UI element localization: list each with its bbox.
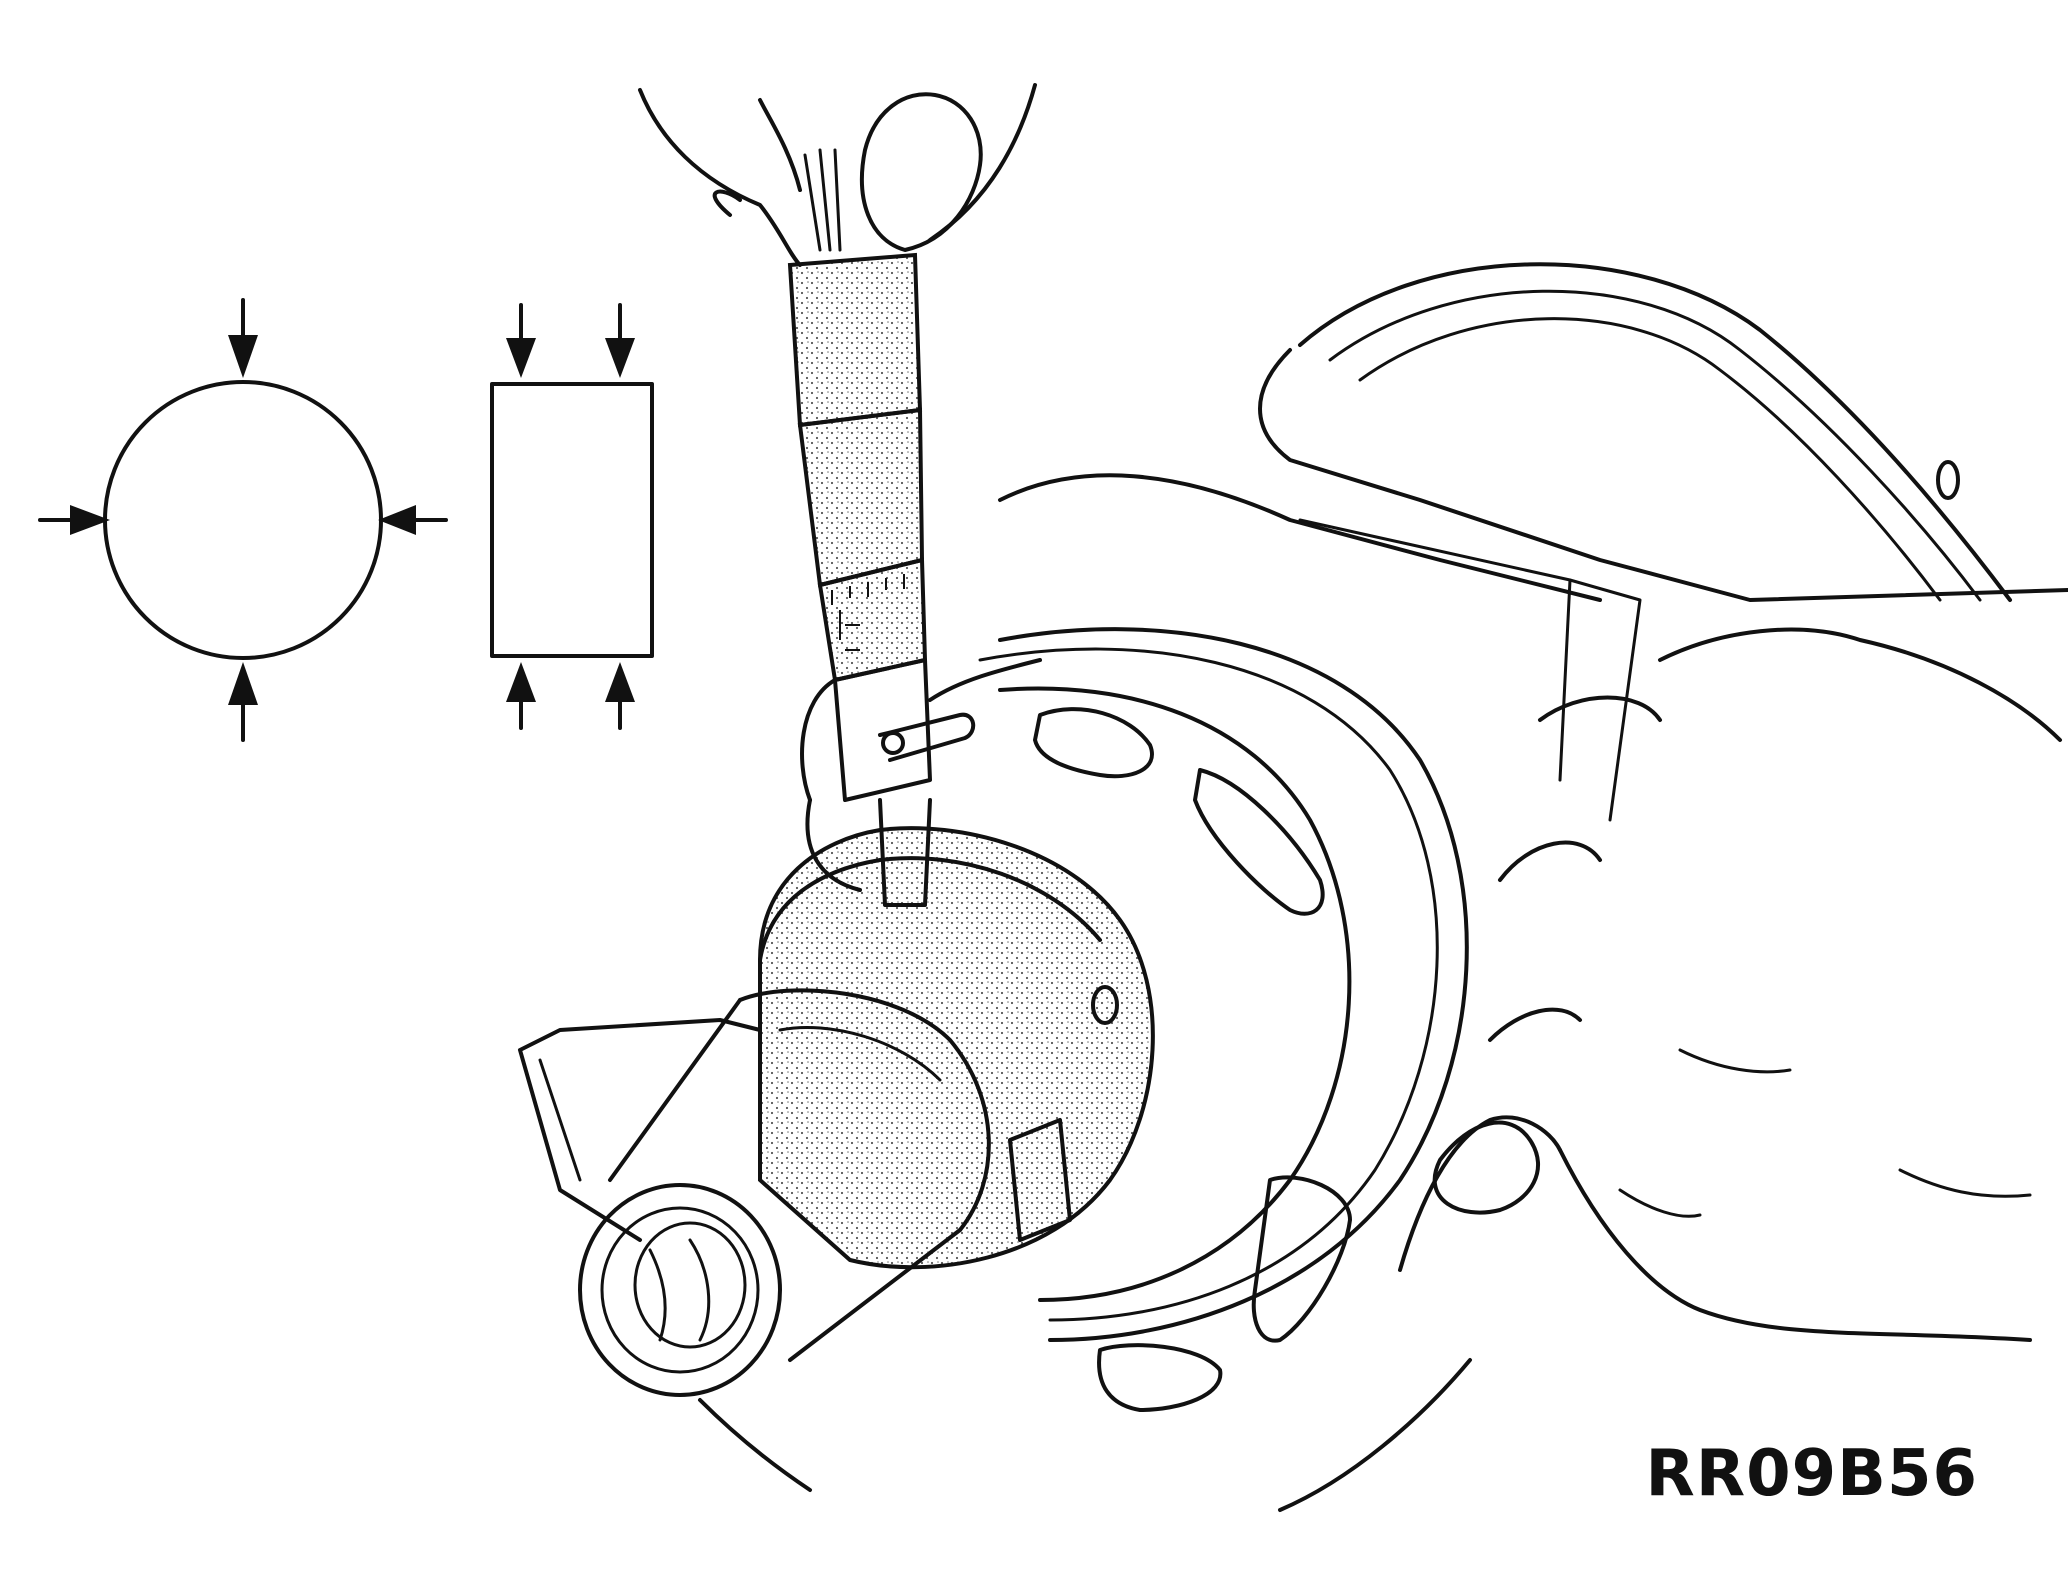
finger (1432, 1120, 1541, 1215)
journal-cross-section-diagram (38, 298, 448, 742)
counterweight-upper (1298, 262, 2012, 602)
arrow-top (228, 298, 258, 378)
journal-side-profile-diagram (490, 303, 654, 730)
arrow-bottom-right (605, 662, 635, 730)
crank-web (1258, 348, 2068, 602)
cross-section-circle (103, 380, 383, 660)
micrometer-spindle (878, 798, 932, 907)
arrow-right (378, 505, 448, 535)
thumb (860, 92, 983, 252)
micrometer-thimble (787, 252, 923, 428)
support-block (518, 1018, 762, 1242)
arrow-left (38, 505, 110, 535)
hand-right (1398, 627, 2062, 1342)
arrow-bottom-left (506, 662, 536, 730)
snout-end-face (578, 1183, 782, 1397)
keyway (1008, 1118, 1072, 1242)
shaft-snout (578, 988, 1072, 1397)
figure-code: RR09B56 (1645, 1437, 1978, 1511)
arrow-bottom (228, 662, 258, 742)
side-profile-rectangle (490, 382, 654, 658)
micrometer-lock (878, 712, 976, 762)
arrow-top-left (506, 303, 536, 378)
micrometer (787, 252, 1042, 907)
micrometer-frame (800, 658, 1042, 802)
hand-upper (638, 83, 1037, 267)
crankshaft-illustration (518, 262, 2068, 1512)
micrometer-scale (831, 574, 905, 651)
arrow-top-right (605, 303, 635, 378)
flange-slots (1033, 707, 1352, 1412)
